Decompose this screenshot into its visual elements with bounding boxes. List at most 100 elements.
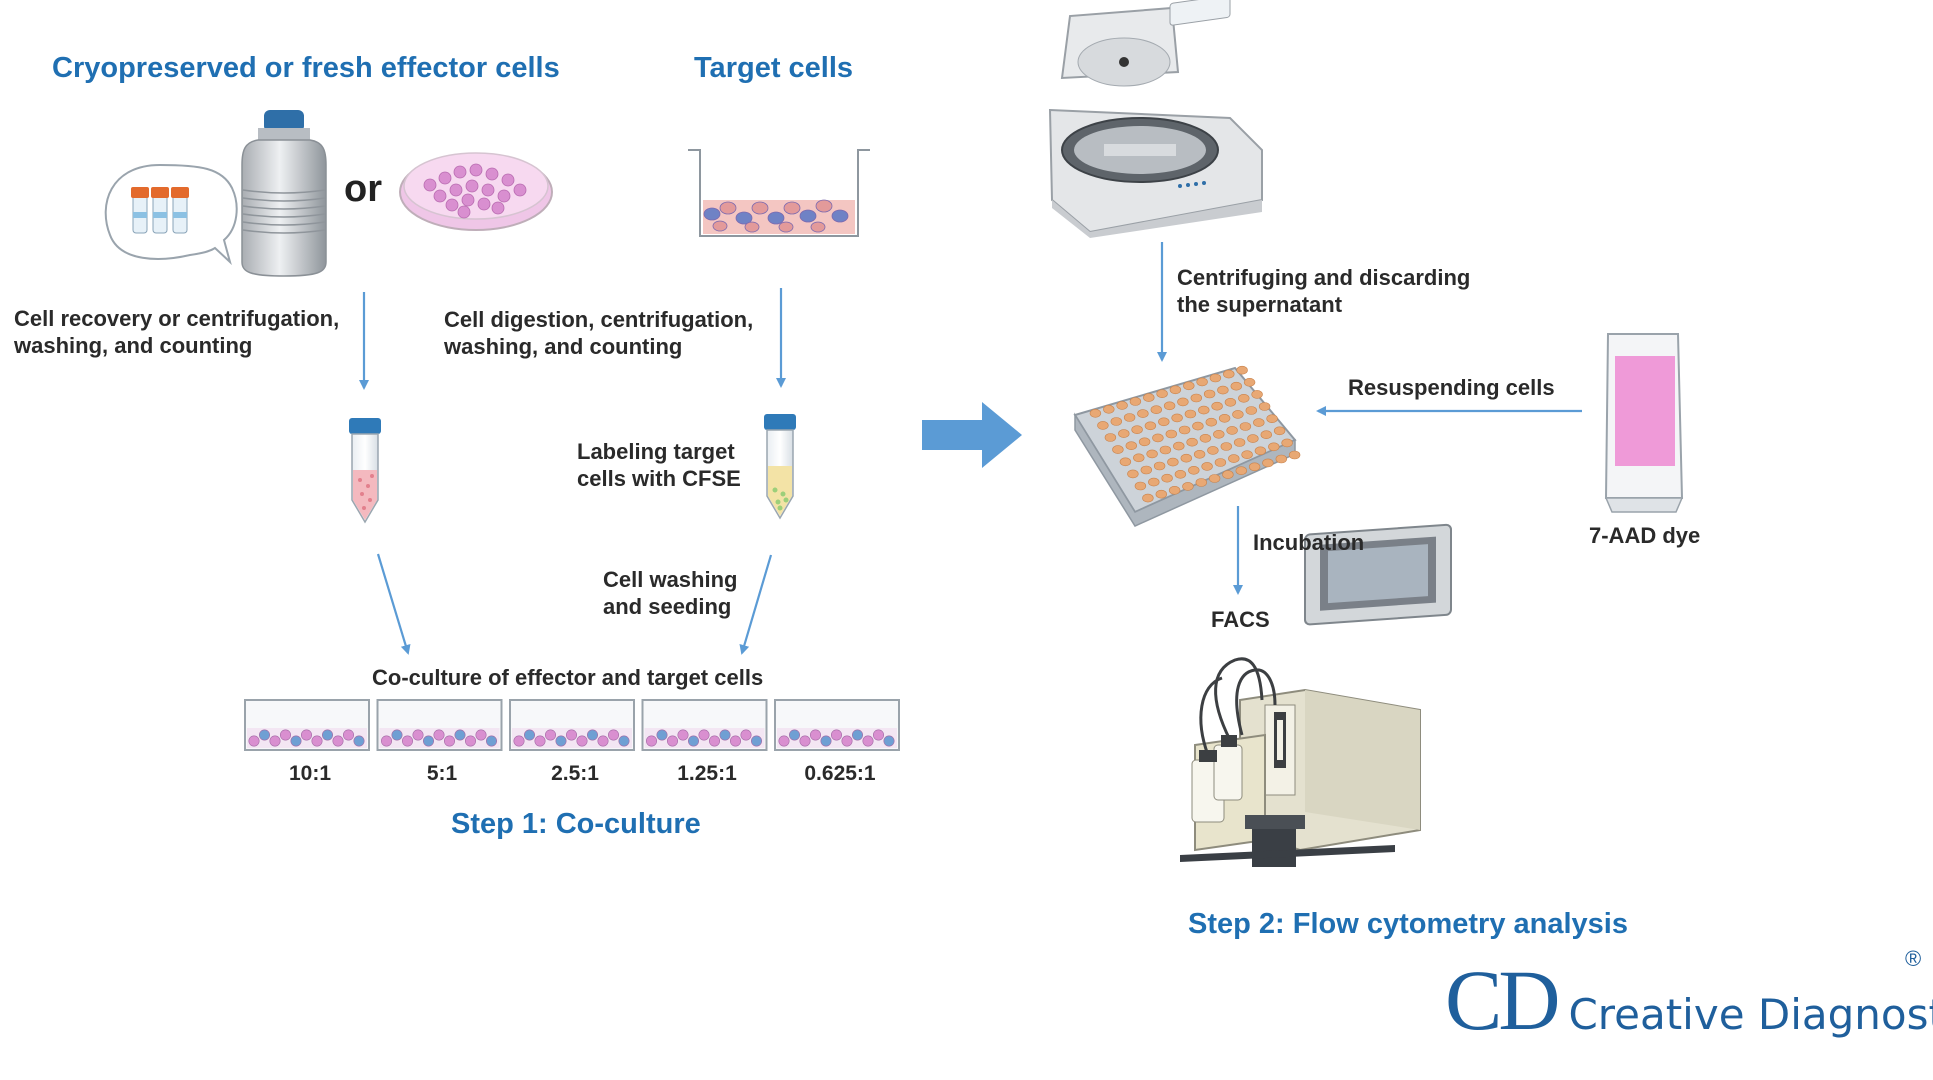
plate-well [1211,401,1223,411]
plate-well [1129,397,1142,406]
plate-well [1220,442,1233,451]
plate-well [1223,369,1235,379]
culture-dish-icon [688,149,870,237]
plate-well [1127,469,1139,479]
plate-well [1125,441,1138,451]
plate-well [1180,453,1193,463]
dye-label: 7-AAD dye [1589,523,1701,548]
ratio-label: 0.625:1 [804,762,876,785]
plate-well [1218,413,1231,423]
speech-bubble-vials-icon [104,163,238,266]
plate-well [1167,457,1179,467]
ratio-label: 5:1 [426,762,458,785]
plate-well [1199,433,1212,443]
plate-well [1236,365,1248,375]
plate-well [1140,465,1153,475]
plate-well [1148,477,1160,487]
plate-well [1146,449,1158,459]
plate-well [1192,421,1204,431]
target-process-label: Cell digestion, centrifugation, washing,… [444,307,754,359]
plate-well [1178,425,1191,435]
plate-well [1103,404,1115,414]
plate-well [1173,441,1185,451]
plate-well [1251,390,1263,399]
centrifuge-label: Centrifuging and discarding the supernat… [1177,265,1471,317]
plate-well [1253,418,1265,427]
plate-well [1217,385,1229,395]
plate-well [1201,462,1213,471]
plate-well [1230,381,1243,391]
coculture-well-icon [376,699,503,751]
step2-title: Step 2: Flow cytometry analysis [1188,908,1628,940]
centrifuge-icon [1048,0,1263,238]
plate-well [1116,401,1128,410]
plate-well [1138,437,1151,447]
effector-process-label: Cell recovery or centrifugation, washing… [14,306,340,358]
ratio-label: 1.25:1 [677,762,737,785]
target-cells-title: Target cells [694,52,854,84]
plate-well [1239,422,1252,431]
plate-well [1196,377,1208,387]
plate-well [1089,408,1102,418]
plate-well [1168,485,1181,495]
plate-well [1238,393,1250,403]
plate-well [1158,417,1170,427]
coculture-well-strip [244,699,900,751]
flow-arrow-icon [922,402,1022,468]
plate-well [1260,430,1273,440]
plate-well [1104,433,1117,442]
plate-well [1281,438,1293,448]
plate-well [1177,397,1189,407]
plate-well [1228,454,1240,463]
plate-well [1182,482,1194,491]
plate-well [1184,409,1197,419]
plate-well [1188,465,1200,475]
plate-well [1169,385,1182,395]
flow-cytometer-icon [1180,523,1452,867]
plate-well [1232,410,1244,419]
plate-well [1183,381,1195,391]
step1-title: Step 1: Co-culture [451,808,701,840]
plate-well [1165,429,1178,439]
plate-well [1190,393,1203,403]
plate-well [1241,450,1253,460]
plate-well [1195,478,1208,487]
plate-well [1174,469,1187,479]
plate-well [1254,446,1267,456]
dye-reservoir-icon [1604,333,1684,513]
plate-well [1150,405,1163,415]
plate-well [1245,406,1258,415]
plate-well [1235,466,1248,476]
plate-well [1144,421,1157,431]
plate-well [1155,489,1168,499]
plate-well [1171,413,1183,423]
plate-well [1198,405,1210,415]
registered-mark: ® [1905,946,1922,971]
plate-well [1156,389,1168,399]
petri-dish-icon [399,152,553,231]
coculture-well-icon [509,699,635,751]
plate-well [1133,453,1145,463]
plate-well [1222,470,1234,479]
plate-well [1193,449,1206,459]
plate-well [1163,401,1176,411]
plate-well [1247,434,1259,443]
coculture-title: Co-culture of effector and target cells [372,665,764,690]
plate-well [1209,373,1222,383]
plate-well [1288,450,1301,460]
plate-well [1262,458,1274,468]
plate-well [1186,437,1198,447]
plate-well [1131,425,1143,435]
plate-well [1243,377,1256,387]
plate-well [1224,397,1237,407]
ratio-label: 10:1 [288,762,332,785]
brand-name: Creative Diagnostics [1568,990,1933,1039]
plate-well [1123,413,1136,422]
plate-well [1161,473,1173,483]
plate-well [1153,461,1166,471]
plate-well [1119,457,1132,467]
cryo-dewar-icon [241,110,327,277]
plate-well [1213,429,1225,439]
